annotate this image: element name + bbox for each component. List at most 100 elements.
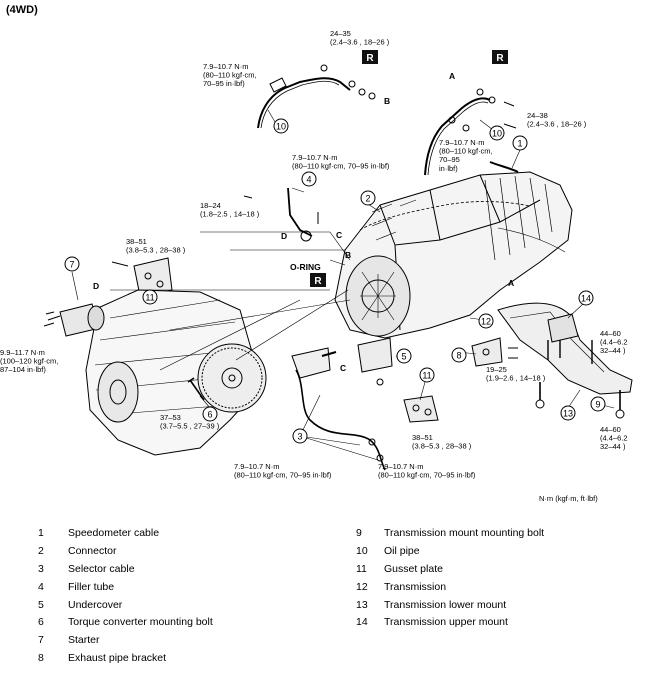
torque-label-line: 32–44 ) [600,346,626,355]
torque-label-line: (1.8–2.5 , 14–18 ) [200,210,260,219]
torque-converter-bolt [187,377,205,401]
torque-label-line: 32–44 ) [600,442,626,451]
torque-label: 24–35(2.4–3.6 , 18–26 ) [330,29,390,47]
callout-number: 13 [563,409,573,419]
torque-labels: 24–35(2.4–3.6 , 18–26 ) 7.9–10.7 N·m(80–… [0,29,628,480]
legend-label: Transmission mount mounting bolt [384,526,545,539]
torque-label-line: (80–110 kgf·cm, 70–95 in·lbf) [378,471,476,480]
callout-circle [512,135,528,151]
torque-label-line: 38–51 [126,237,147,246]
callout-circle [202,406,218,422]
callout-circle [578,290,594,306]
callout-number: 2 [365,194,370,204]
legend-label: Transmission upper mount [384,616,508,629]
torque-label: 9.9–11.7 N·m(100–120 kgf·cm,87–104 in·lb… [0,348,58,374]
callout-number: 3 [297,432,302,442]
callout-circle [419,367,435,383]
legend-label: Connector [68,544,117,557]
callout-number: 5 [401,352,406,362]
callout-circle [64,256,80,272]
callout-circle [273,118,289,134]
letter-marker: A [449,71,455,81]
legend-row: 10 Oil pipe [356,542,544,560]
callout-number: 1 [517,139,522,149]
legend-label: Speedometer cable [68,526,160,539]
legend-number: 13 [356,598,368,611]
callout-circle [292,428,308,444]
letter-markers: A B C D A B C D O-RING [93,71,514,373]
letter-marker: D [93,281,99,291]
diagram-art [43,64,633,471]
units-note: N·m (kgf·m, ft·lbf) [539,494,598,503]
torque-label-line: 24–35 [330,29,351,38]
legend-number: 9 [356,526,362,539]
torque-label-line: 44–60 [600,329,621,338]
torque-label-line: 7.9–10.7 N·m [439,138,484,147]
torque-label: 18–24(1.8–2.5 , 14–18 ) [200,201,260,219]
legend-label: Selector cable [68,562,135,575]
callout-number: 11 [422,371,431,381]
transmission-upper-mount [547,313,579,343]
callout-number: 9 [595,400,600,410]
torque-label-line: (2.4–3.6 , 18–26 ) [330,38,390,47]
torque-label-line: (3.7–5.5 , 27–39 ) [160,422,220,431]
callout-number: 12 [481,317,491,327]
torque-label-line: 37–53 [160,413,181,422]
selector-cable [295,369,386,471]
gusset-plate-lower [403,395,439,423]
filler-tube [287,187,313,237]
torque-label-line: (100–120 kgf·cm, [0,357,58,366]
leader-lines [71,109,615,461]
torque-label-line: (80–110 kgf·cm, 70–95 in·lbf) [234,471,332,480]
legend-row: 9 Transmission mount mounting bolt [356,524,544,542]
legend-label: Oil pipe [384,544,420,557]
legend-label: Exhaust pipe bracket [68,652,167,665]
guide-lines [110,231,351,331]
torque-label-line: 44–60 [600,425,621,434]
torque-label-line: 87–104 in·lbf) [0,365,46,374]
torque-label-line: (1.9–2.6 , 14–18 ) [486,374,546,383]
legend-label: Filler tube [68,580,115,593]
legend-number: 8 [38,652,44,665]
torque-label-line: 7.9–10.7 N·m [378,462,423,471]
callout-circle [396,348,412,364]
torque-label-line: 7.9–10.7 N·m [234,462,279,471]
torque-label-line: 9.9–11.7 N·m [0,348,45,357]
torque-label-line: (80–110 kgf·cm, [439,147,493,156]
callout-number: 4 [306,175,311,185]
callout-circle [489,125,505,141]
torque-label-line: (4.4–6.2 [600,434,628,443]
torque-label-line: 18–24 [200,201,221,210]
letter-marker: B [345,250,351,260]
oring-label: O-RING [290,262,321,272]
callout-circle [451,347,467,363]
torque-label: 7.9–10.7 N·m(80–110 kgf·cm,70–95 in·lbf) [203,62,257,88]
torque-label: 7.9–10.7 N·m(80–110 kgf·cm, 70–95 in·lbf… [378,462,476,480]
callout-circle [301,171,317,187]
torque-label-line: 7.9–10.7 N·m [292,153,337,162]
torque-label-line: 70–95 in·lbf) [203,79,245,88]
legend-number: 12 [356,580,368,593]
legend-row: 12 Transmission [356,578,544,596]
legend-label: Torque converter mounting bolt [68,616,213,629]
torque-label: 7.9–10.7 N·m(80–110 kgf·cm, 70–95 in·lbf… [234,462,332,480]
legend-number: 10 [356,544,368,557]
legend-label: Transmission [384,580,447,593]
undercover [357,337,393,373]
r-badge-text: R [314,276,322,287]
legend-number: 3 [38,562,44,575]
callout-circle [142,289,158,305]
torque-label-line: 7.9–10.7 N·m [203,62,248,71]
r-badge [492,50,508,64]
legend-number: 7 [38,634,44,647]
callout-number: 14 [581,294,591,304]
callout-number: 11 [145,293,154,303]
